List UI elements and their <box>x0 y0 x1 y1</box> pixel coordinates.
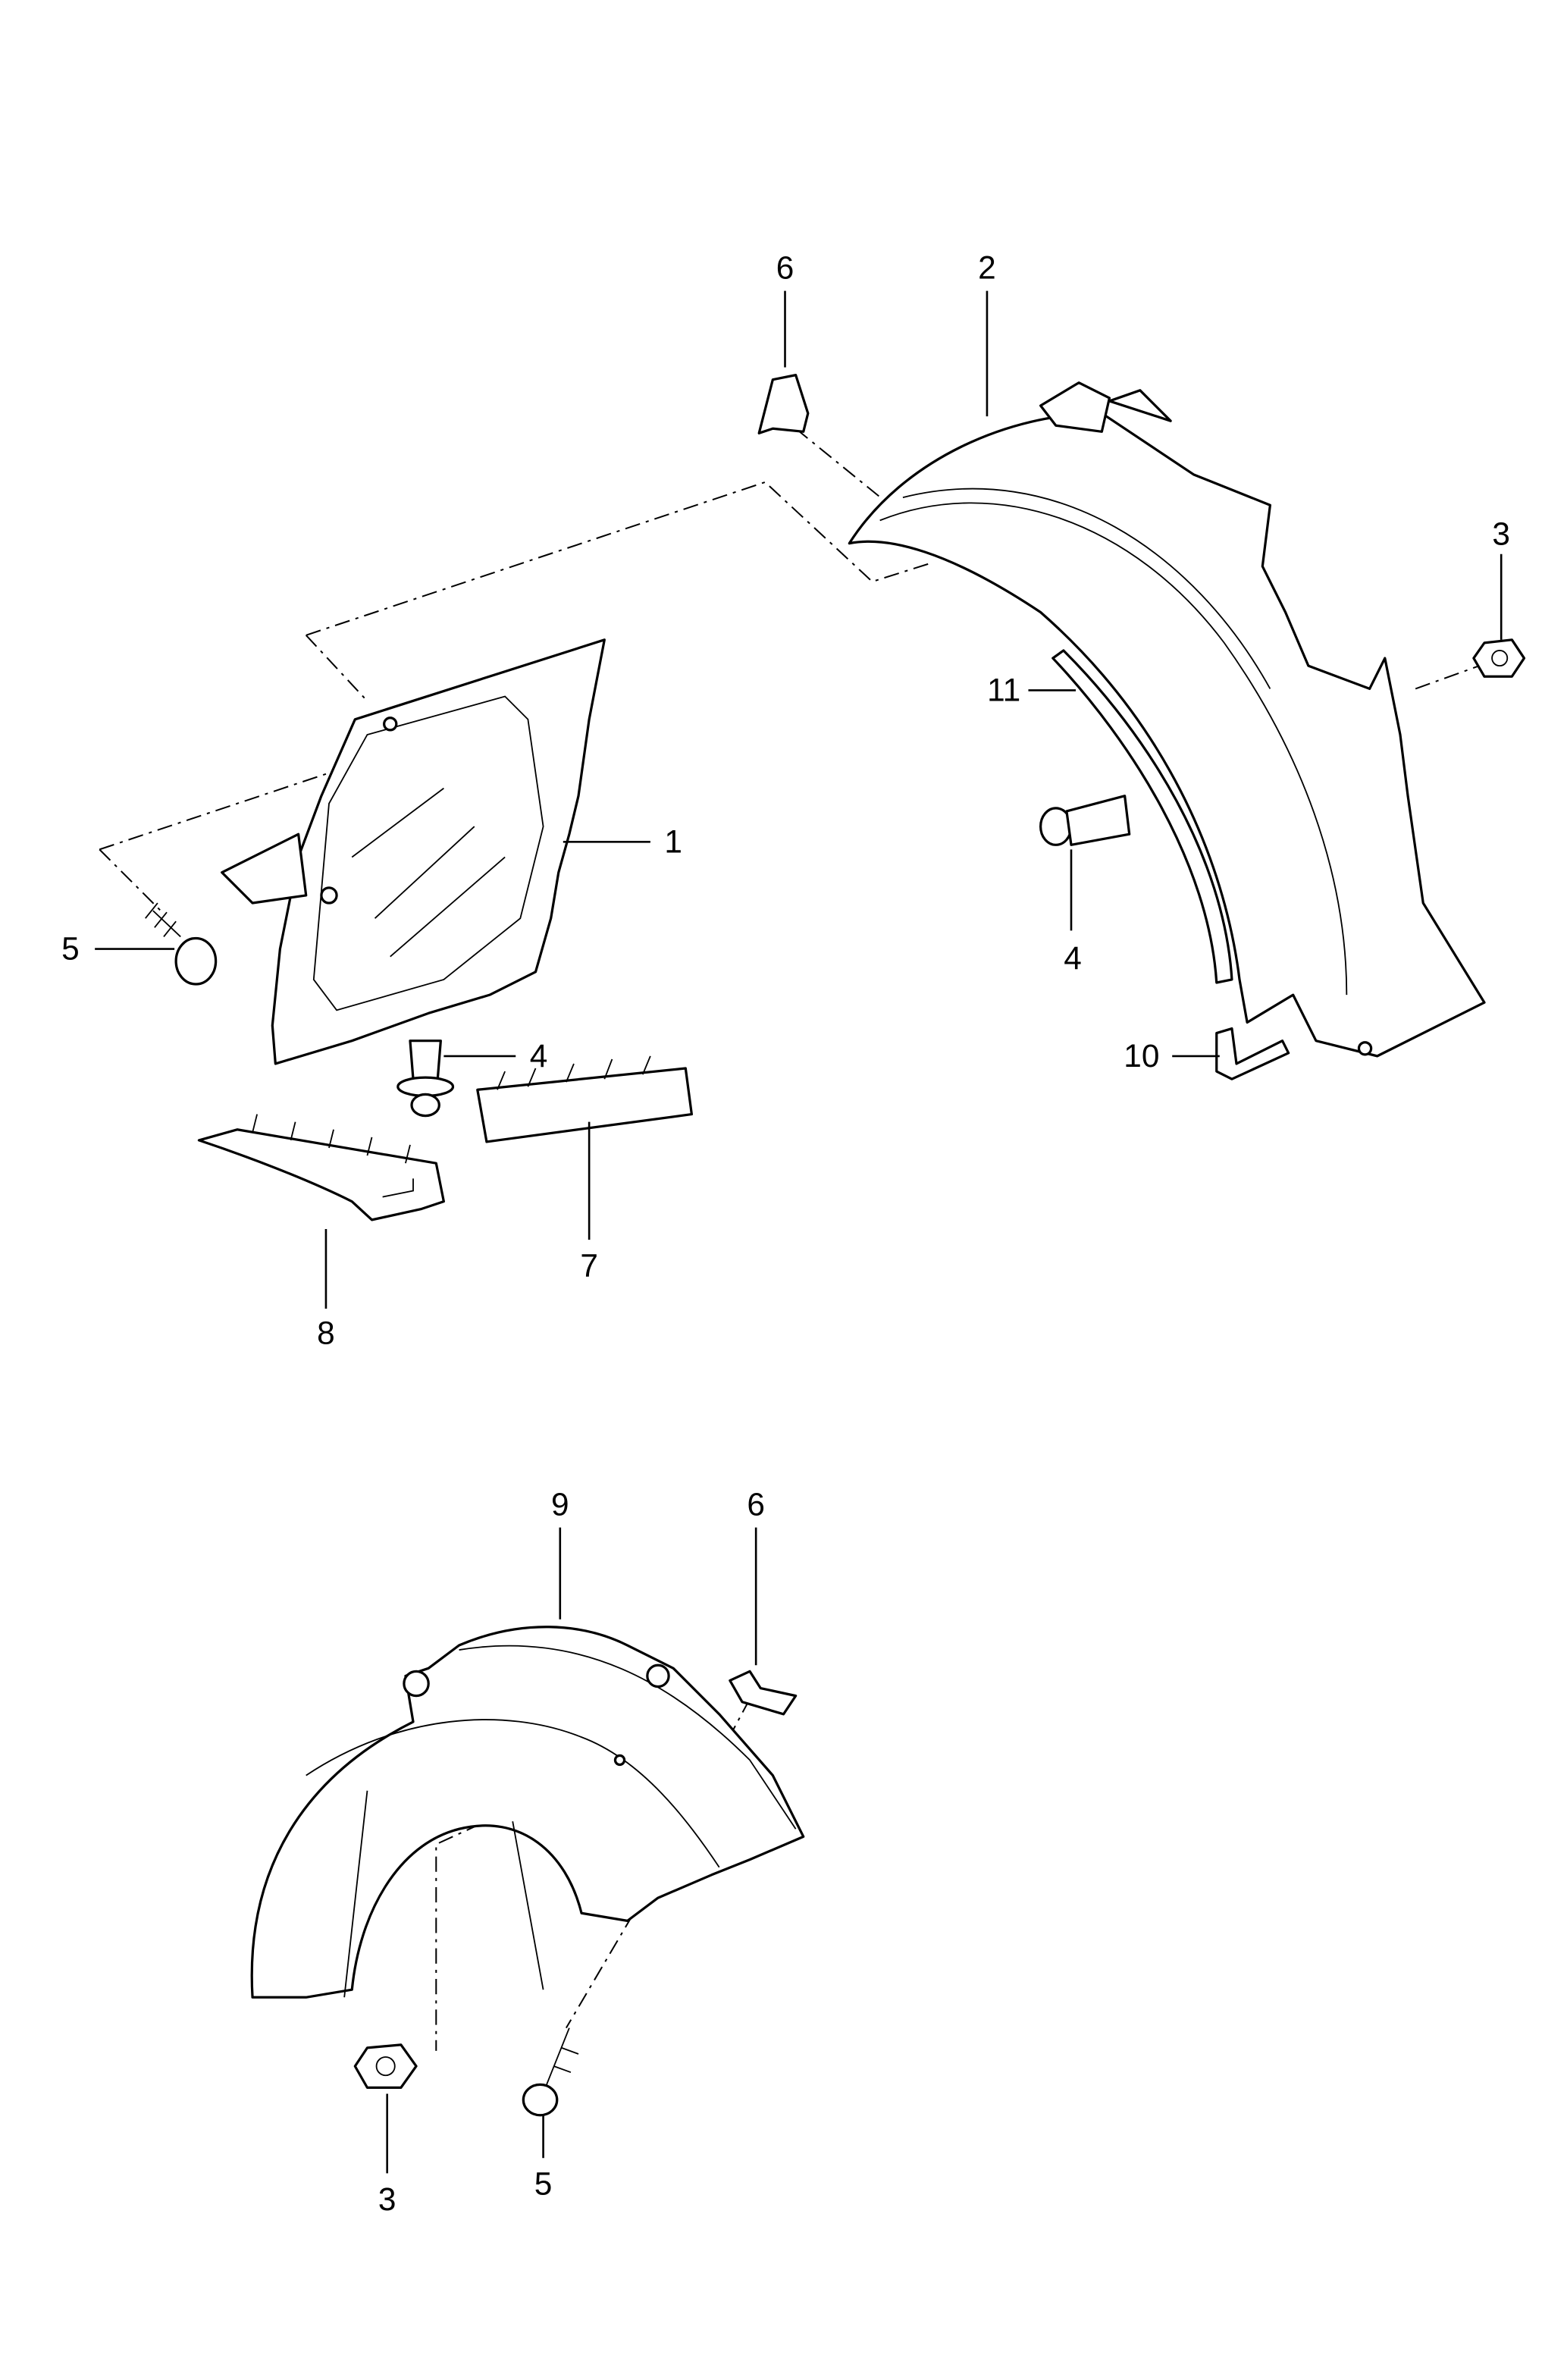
callout-9: 9 <box>551 1486 569 1522</box>
callout-11: 11 <box>987 673 1020 708</box>
part-4-rivet-right <box>1039 795 1131 846</box>
callout-4-left: 4 <box>530 1038 548 1074</box>
part-7-trim-strip <box>476 1067 694 1143</box>
part-9-rear-wheelhouse-liner <box>250 1626 805 1999</box>
part-8-trim-strip <box>197 1128 445 1221</box>
callout-3-top: 3 <box>1492 516 1510 552</box>
callout-5-top: 5 <box>61 931 80 967</box>
callout-1: 1 <box>664 823 682 859</box>
callout-5-bottom: 5 <box>534 2166 553 2202</box>
part-3-nut-top <box>1472 638 1526 678</box>
callouts: 6 2 3 11 1 5 4 4 10 7 8 9 6 3 5 <box>61 249 1510 2216</box>
callout-6-bottom: 6 <box>747 1486 765 1522</box>
part-5-screw-top <box>145 902 218 986</box>
part-6-clip-bottom <box>729 1670 798 1716</box>
callout-4-right: 4 <box>1064 940 1082 976</box>
callout-8: 8 <box>317 1315 335 1350</box>
part-5-screw-bottom <box>522 2027 579 2117</box>
callout-6-top: 6 <box>776 249 794 285</box>
callout-10: 10 <box>1124 1038 1159 1074</box>
part-4-rivet-left <box>396 1039 455 1118</box>
part-3-nut-bottom <box>353 2043 418 2089</box>
callout-3-bottom: 3 <box>378 2181 396 2217</box>
part-11-seal-strip <box>1051 649 1233 984</box>
part-10-clip <box>1215 1027 1290 1080</box>
part-1-front-wheelhouse-liner <box>221 638 606 1065</box>
callout-2: 2 <box>978 249 996 285</box>
callout-7: 7 <box>580 1248 598 1284</box>
part-2-wheelhouse-liner <box>848 381 1486 1058</box>
part-6-clip-top <box>757 374 810 434</box>
